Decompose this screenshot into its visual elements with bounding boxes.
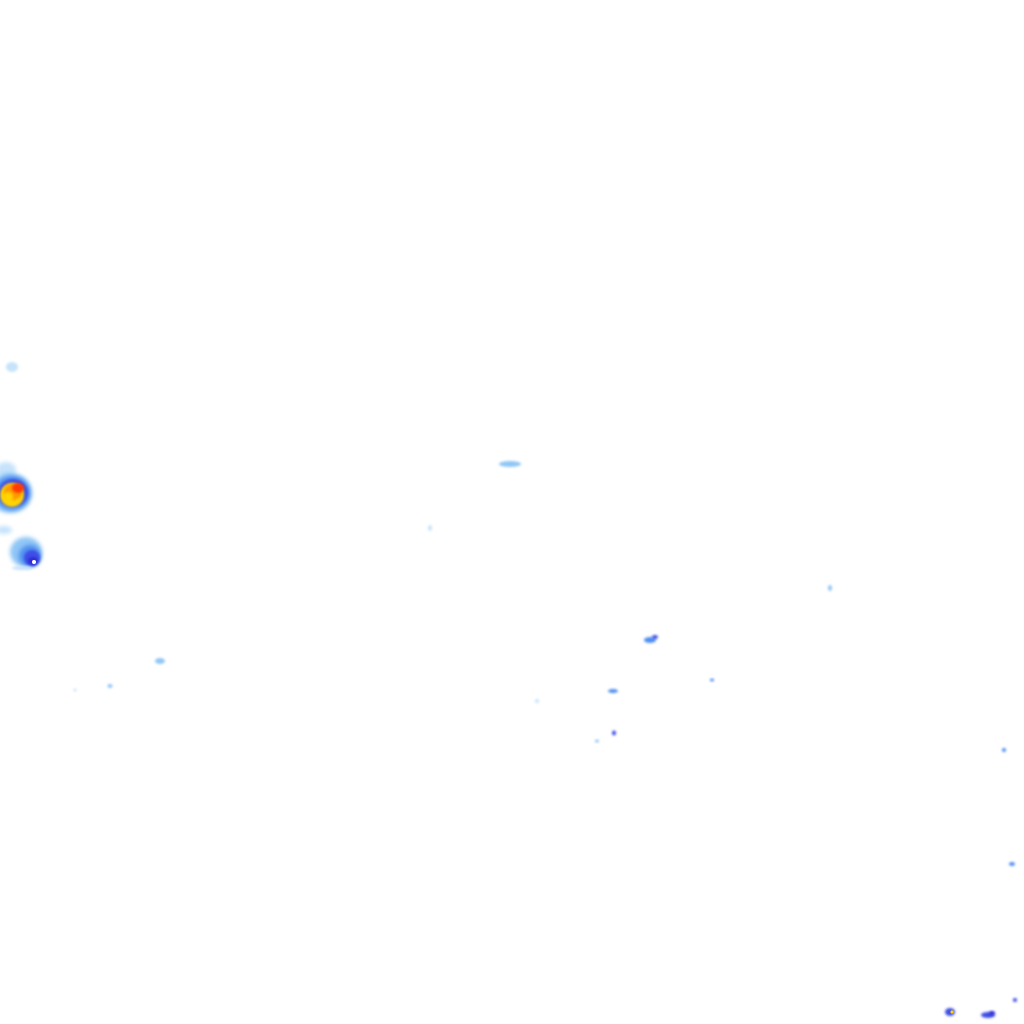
rain-dots-bottom-right	[945, 998, 1017, 1018]
rain-cell-southwest	[0, 526, 42, 570]
storm-cell-west	[0, 462, 32, 513]
drizzle-cluster-center	[6, 362, 832, 703]
rain-dots-southeast	[595, 635, 1015, 866]
